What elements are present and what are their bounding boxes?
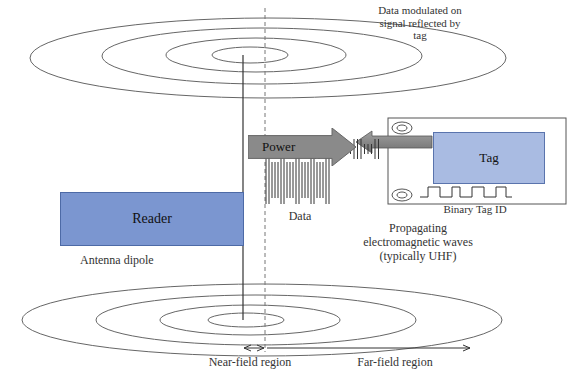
tag-device [388, 118, 566, 204]
tag-id-label: Binary Tag ID [430, 203, 520, 216]
binary-id-wave [420, 187, 512, 197]
near-field-arrow [244, 348, 264, 349]
node-text: Reader [132, 211, 172, 227]
region-boundary [265, 8, 266, 352]
far-field-arrow [267, 348, 470, 349]
node-text: Power [262, 139, 295, 155]
data-label: Data [280, 210, 320, 224]
power-arrow: Power [248, 128, 356, 166]
data-waveform [266, 156, 329, 204]
reader-box: Reader [60, 192, 244, 246]
wave-label: Propagating electromagnetic waves (typic… [362, 222, 474, 263]
node-text: Tag [479, 150, 498, 166]
antenna-dipole [242, 55, 243, 320]
near-field-label: Near-field region [192, 356, 308, 370]
tag-box: Tag [433, 132, 545, 184]
far-field-label: Far-field region [340, 356, 450, 370]
reflected-data-arrow [356, 131, 432, 153]
reflected-data-label: Data modulated on signal reflected by ta… [372, 4, 468, 42]
antenna-label: Antenna dipole [80, 254, 190, 268]
